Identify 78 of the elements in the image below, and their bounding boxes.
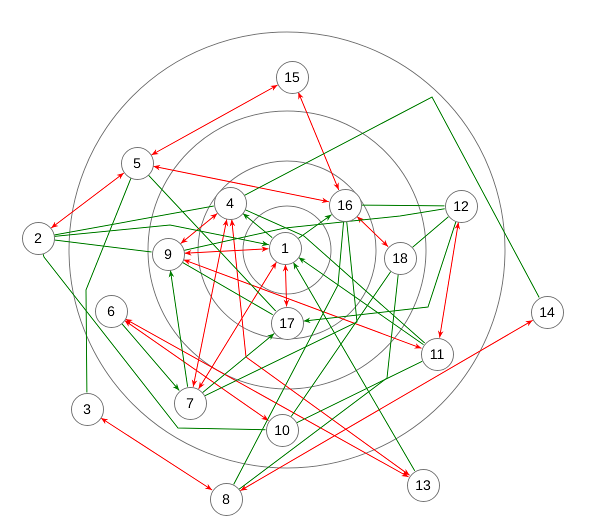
node-label: 3: [83, 402, 91, 416]
node-label: 10: [274, 423, 290, 437]
arrow: [242, 212, 273, 238]
arrow: [438, 222, 460, 338]
arrow: [240, 320, 534, 492]
arrow: [54, 224, 270, 246]
arrow: [298, 92, 340, 190]
node-circle: [152, 238, 184, 270]
node-circle: [70, 392, 104, 426]
arrow: [183, 259, 422, 349]
arrow: [180, 213, 218, 244]
connector-line: [361, 204, 445, 206]
node-circle: [384, 242, 416, 274]
connector-line: [204, 220, 358, 396]
node-circle: [214, 186, 246, 220]
arrow: [302, 221, 456, 324]
node-circle: [94, 294, 128, 328]
node-label: 4: [226, 196, 234, 210]
arrow: [230, 218, 410, 476]
node-label: 1: [281, 241, 289, 255]
node-label: 6: [107, 304, 115, 318]
node-circle: [406, 468, 440, 502]
arrow: [356, 216, 389, 248]
node-label: 14: [539, 305, 555, 319]
connector-line: [238, 274, 399, 490]
connector-line: [233, 220, 344, 485]
arrow: [168, 270, 188, 388]
node-circle: [328, 188, 362, 222]
node-label: 5: [133, 156, 141, 170]
connector-line: [184, 208, 446, 251]
connector-line: [244, 96, 540, 298]
connector-line: [290, 271, 392, 417]
node-label: 17: [279, 316, 295, 330]
arrow: [124, 318, 410, 478]
connector-line: [42, 253, 266, 430]
node-label: 9: [164, 247, 172, 261]
node-circle: [530, 296, 564, 328]
connector-line: [54, 206, 214, 236]
node-circle: [266, 414, 298, 446]
node-label: 11: [430, 347, 444, 361]
arrow: [152, 164, 330, 204]
node-label: 16: [337, 198, 353, 212]
connector-line: [296, 360, 423, 424]
node-label: 2: [34, 231, 42, 245]
connector-line: [244, 209, 426, 344]
arrow: [292, 262, 416, 472]
connector-line: [182, 262, 274, 316]
arrow: [298, 214, 332, 239]
arrow: [150, 84, 278, 156]
arrow: [184, 246, 269, 256]
arrow: [282, 264, 290, 307]
node-circle: [268, 232, 302, 264]
arrow: [198, 262, 277, 390]
node-circle: [210, 482, 242, 516]
arrow: [100, 418, 213, 490]
node-label: 18: [392, 251, 408, 265]
node-label: 13: [415, 478, 431, 492]
node-label: 12: [453, 199, 469, 213]
node-label: 15: [284, 70, 300, 84]
node-circle: [174, 386, 206, 420]
arrow: [50, 172, 124, 228]
arrow: [202, 333, 275, 393]
node-circle: [420, 338, 454, 370]
arrow: [298, 256, 424, 346]
connector-line: [148, 174, 276, 312]
connector-line: [412, 216, 449, 248]
node-label: 8: [222, 492, 230, 506]
node-label: 7: [186, 396, 194, 410]
node-circle: [276, 60, 308, 94]
node-circle: [270, 306, 304, 340]
node-circle: [120, 146, 154, 180]
node-circle: [22, 222, 54, 254]
connector-line: [54, 240, 152, 252]
arrow: [192, 218, 228, 388]
connector-line: [86, 178, 132, 393]
arrow: [121, 323, 180, 391]
node-circle: [444, 190, 478, 222]
arrow: [124, 320, 269, 422]
